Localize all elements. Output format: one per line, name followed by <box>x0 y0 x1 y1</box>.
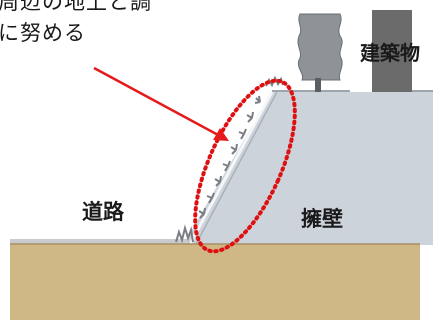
embankment <box>183 90 433 245</box>
building-window-area <box>350 10 372 92</box>
label-road: 道路 <box>82 200 124 224</box>
slope-face-shadow <box>195 91 278 245</box>
label-retaining-wall: 擁壁 <box>301 207 343 231</box>
building-block <box>372 10 412 92</box>
label-building: 建築物 <box>360 41 420 65</box>
caption-line-1: 周辺の地上と調 <box>0 0 152 14</box>
slope-vegetation <box>175 75 284 244</box>
tree <box>297 13 343 92</box>
pointer-arrow-head <box>213 128 229 141</box>
ground-soil <box>10 244 420 320</box>
road-surface <box>10 239 190 245</box>
pointer-arrow-shaft <box>93 66 221 138</box>
slope-face <box>188 91 274 245</box>
highlight-ellipse <box>193 78 297 254</box>
caption-line-2: に努める <box>0 21 86 45</box>
